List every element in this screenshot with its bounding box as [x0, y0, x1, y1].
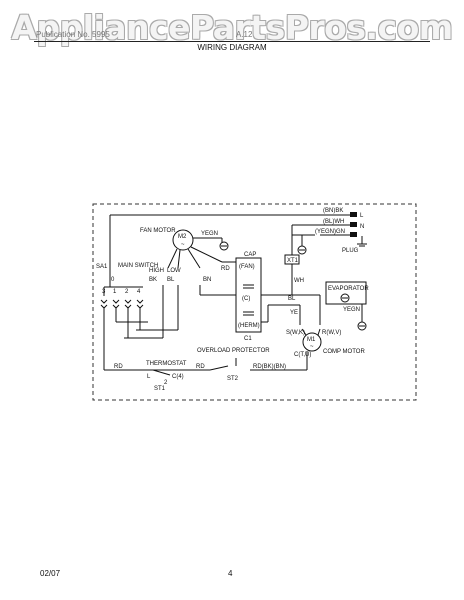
evaporator: EVAPORATOR YEGN: [325, 281, 369, 331]
comp-terminal-c: C(T,U): [294, 352, 311, 358]
comp-motor-label: COMP MOTOR: [323, 349, 365, 355]
cap-id: C1: [244, 336, 252, 342]
fan-wire-rd: RD: [221, 266, 230, 272]
thermostat-contact-c4: C(4): [172, 374, 184, 380]
switch-pos-3: 3: [102, 289, 106, 295]
plug-terminal-n: N: [360, 224, 364, 230]
comp-terminal-s: S(W,K): [286, 330, 305, 336]
thermostat-label: THERMOSTAT: [146, 361, 187, 367]
comp-wire-ye: YE: [290, 310, 298, 316]
thermostat-contact-l: L: [147, 374, 151, 380]
fan-motor-label: FAN MOTOR: [140, 228, 176, 234]
cap-terminal-herm: (HERM): [238, 323, 260, 329]
switch-pos-2: 2: [125, 289, 129, 295]
xt1-id: XT1: [287, 258, 299, 264]
overload-wire-in: RD: [196, 364, 205, 370]
overload-label: OVERLOAD PROTECTOR: [197, 348, 270, 354]
page-title: WIRING DIAGRAM: [197, 43, 267, 52]
capacitor: CAP (FAN) (C) (HERM) C1: [235, 252, 262, 342]
terminal-block-xt1: XT1 WH BL: [284, 254, 304, 302]
switch-pos-4: 4: [137, 289, 141, 295]
fan-speed-high: HIGH: [149, 268, 164, 274]
diagram-border: [92, 203, 417, 401]
thermostat-contact-2: 2: [164, 380, 168, 386]
comp-wire-bl: BL: [288, 296, 296, 302]
plug-label: PLUG: [342, 248, 359, 254]
revision-code: A.12: [236, 30, 253, 39]
svg-text:~: ~: [310, 344, 314, 350]
switch-pos-1: 1: [113, 289, 117, 295]
svg-text:~: ~: [181, 242, 185, 248]
main-switch: SA1 MAIN SWITCH 0 3 1 2 4: [96, 263, 158, 370]
overload-id: ST2: [227, 376, 239, 382]
evaporator-label: EVAPORATOR: [328, 286, 369, 292]
plug-wire-3: (YEGN)GN: [315, 229, 345, 235]
overload-wire-out: RD(BK)(BN): [253, 364, 286, 370]
xt1-wire: WH: [294, 278, 304, 284]
switch-pos-0: 0: [111, 277, 115, 283]
comp-motor-id: M1: [307, 337, 316, 343]
plug-wire-2: (BL)WH: [323, 219, 344, 225]
fan-motor-ground-wire: YEGN: [201, 231, 218, 237]
header-rule: [34, 41, 430, 42]
fan-wire-bn: BN: [203, 277, 211, 283]
plug: L N (BN)BK (BL)WH (YEGN)GN PLUG: [315, 208, 367, 254]
thermostat-wire: RD: [114, 364, 123, 370]
fan-speed-low: LOW: [167, 268, 181, 274]
overload-protector: OVERLOAD PROTECTOR RD ST2 RD(BK)(BN): [196, 348, 286, 382]
watermark-logo: AppliancePartsPros.com: [11, 8, 453, 47]
publication-number: Publication No. 5995: [36, 30, 110, 39]
fan-motor-id: M2: [178, 234, 187, 240]
cap-terminal-fan: (FAN): [239, 264, 255, 270]
fan-motor: M2 ~ FAN MOTOR YEGN HIGH LOW BK BL BN RD: [140, 228, 230, 283]
comp-motor: YE S(W,K) R(W,V) M1 ~ C(T,U) COMP MOTOR: [286, 294, 365, 370]
thermostat: RD THERMOSTAT L 2 C(4) ST1: [114, 361, 187, 392]
plug-wire-1: (BN)BK: [323, 208, 343, 214]
fan-wire-bk: BK: [149, 277, 157, 283]
evaporator-ground-wire: YEGN: [343, 307, 360, 313]
comp-terminal-r: R(W,V): [322, 330, 341, 336]
main-switch-id: SA1: [96, 264, 108, 270]
page-number: 4: [228, 569, 233, 578]
cap-terminal-c: (C): [242, 296, 250, 302]
footer-date: 02/07: [40, 569, 61, 578]
thermostat-id: ST1: [154, 386, 166, 392]
cap-label: CAP: [244, 252, 256, 258]
plug-terminal-l: L: [360, 213, 364, 219]
main-switch-label: MAIN SWITCH: [118, 263, 158, 269]
fan-wire-bl: BL: [167, 277, 175, 283]
